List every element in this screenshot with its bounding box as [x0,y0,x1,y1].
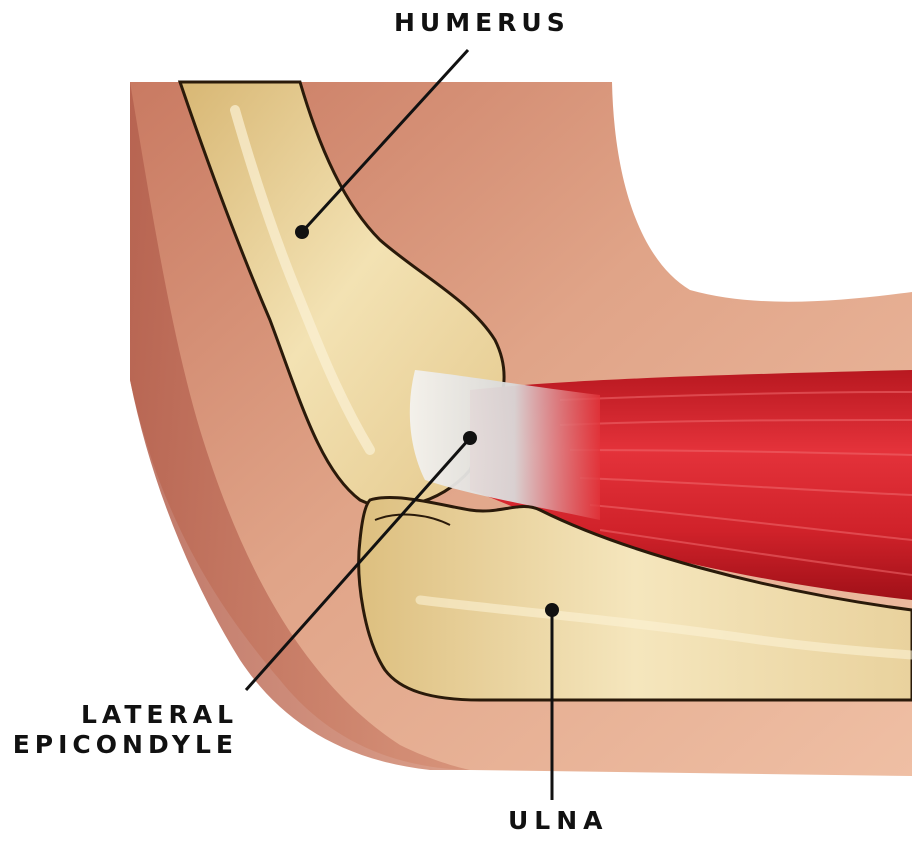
label-humerus: HUMERUS [394,10,570,35]
label-lateral-line1: LATERAL [0,700,238,730]
label-lateral-epicondyle: LATERAL EPICONDYLE [0,700,238,760]
label-ulna: ULNA [508,808,609,833]
ulna-dot [545,603,559,617]
label-lateral-line2: EPICONDYLE [0,730,238,760]
humerus-dot [295,225,309,239]
lateral-epicondyle-dot [463,431,477,445]
